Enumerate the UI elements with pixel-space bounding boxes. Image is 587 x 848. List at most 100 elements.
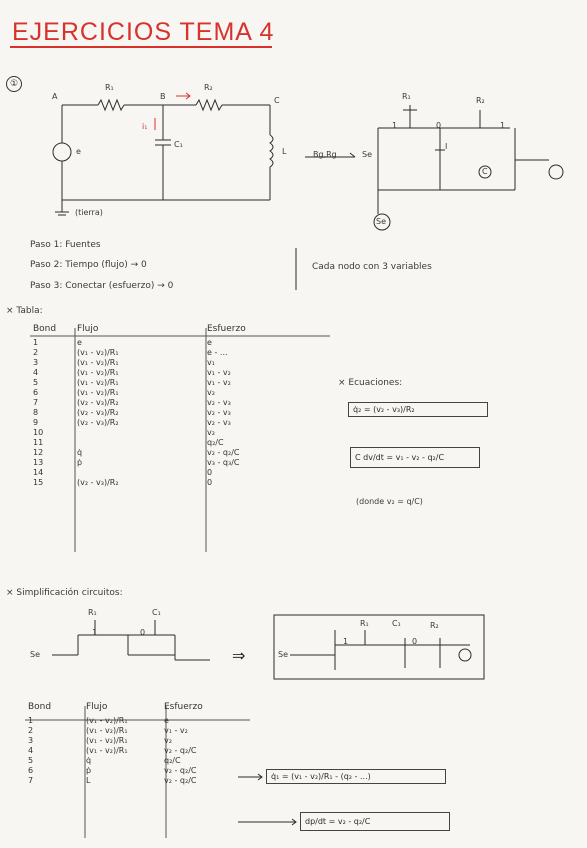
boxed-one-label: 1 [343,637,349,646]
table2-header-effort: Esfuerzo [164,702,203,712]
table1-cell-bond: 10 [33,428,44,437]
table2-cell-effort: v₂ - q₂/C [164,776,197,785]
table2-cell-flow: (v₁ - v₂)/R₁ [86,746,128,755]
final-equation-1: q̇₁ = (v₁ - v₂)/R₁ - (q₂ - ...) [266,769,446,784]
table2-cell-bond: 1 [28,716,34,725]
table1-cell-flow [74,438,204,448]
table2-cell-effort: v₁ - v₂ [164,726,188,735]
boxed-r2-label: R₂ [430,621,439,630]
r2-label: R₂ [204,83,213,92]
table1-row: 14 0 [30,468,320,478]
table1-cell-bond: 9 [33,418,39,427]
table1-cell-bond: 5 [33,378,39,387]
table1-cell-effort: v₂ [207,388,215,397]
table2-cell-effort: v₂ - q₂/C [164,746,197,755]
table1-cell-flow: q̇ [77,448,83,457]
table1-row: 6 (v₁ - v₂)/R₁ v₂ [30,388,320,398]
table2-cell-bond: 7 [28,776,34,785]
bg-one1-label: 1 [392,121,398,130]
table1-cell-flow: e [77,338,82,347]
table1-header-effort: Esfuerzo [207,324,246,334]
table1-cell-effort: 0 [207,468,213,477]
table1-cell-effort: v₂ [207,428,215,437]
table1-cell-effort: v₃ - q₃/C [207,458,240,467]
boxed-c-label: C₁ [392,619,401,628]
table1-cell-flow [74,428,204,438]
table2-cell-bond: 2 [28,726,34,735]
table1-cell-flow: (v₁ - v₂)/R₁ [77,388,119,397]
table1-cell-bond: 6 [33,388,39,397]
table2-row: 4 (v₁ - v₂)/R₁ v₂ - q₂/C [25,746,237,756]
table2-header-flow: Flujo [86,702,108,712]
simp-se-label: Se [30,650,40,659]
note-step1: Paso 1: Fuentes [30,240,101,250]
table1-cell-flow: ṗ [77,458,83,467]
table1-cell-flow: (v₂ - v₃)/R₂ [77,408,119,417]
table1-row: 11 q₂/C [30,438,320,448]
table2-cell-effort: q₂/C [164,756,181,765]
table2-cell-flow: (v₁ - v₂)/R₁ [86,716,128,725]
table1-cell-effort: v₂ - v₃ [207,408,231,417]
table1-cell-effort: q₂/C [207,438,224,447]
exercise-number: ① [6,76,22,92]
table1-cell-bond: 8 [33,408,39,417]
table2-cell-effort: v₂ - q₂/C [164,766,197,775]
equation-box-1: q̇₂ = (v₂ - v₃)/R₂ [348,402,488,417]
ground-label: (tierra) [75,208,103,217]
table2-cell-bond: 5 [28,756,34,765]
title-underline [10,46,272,48]
table1-cell-bond: 4 [33,368,39,377]
table1-row: 9 (v₂ - v₃)/R₂ v₂ - v₃ [30,418,320,428]
r1-label: R₁ [105,83,114,92]
table2-cell-flow: ṗ [86,766,92,775]
table1-cell-bond: 7 [33,398,39,407]
table2-cell-flow: (v₁ - v₂)/R₁ [86,726,128,735]
note-step2: Paso 2: Tiempo (flujo) → 0 [30,260,147,270]
table1-header-flow: Flujo [77,324,99,334]
bg-zero-label: 0 [436,121,442,130]
simp-c-label: C₁ [152,608,161,617]
table1-row: 8 (v₂ - v₃)/R₂ v₂ - v₃ [30,408,320,418]
current-label: i₁ [142,122,148,131]
table1-cell-effort: v₂ - v₃ [207,398,231,407]
table1-cell-flow [74,468,204,478]
simp-one-label: 1 [92,628,98,637]
equations-note: (donde v₂ = q/C) [356,497,423,506]
table2-row: 2 (v₁ - v₂)/R₁ v₁ - v₂ [25,726,237,736]
table2-cell-flow: L [86,776,91,785]
table2-cell-bond: 4 [28,746,34,755]
boxed-zero-label: 0 [412,637,418,646]
table1-heading: × Tabla: [6,306,43,316]
table1-cell-bond: 14 [33,468,44,477]
table1-cell-effort: v₁ [207,358,215,367]
bg-i-label: I [445,142,448,151]
node-a-label: A [52,92,58,101]
simp-zero-label: 0 [140,628,146,637]
bg-one2-label: 1 [500,121,506,130]
table1-cell-bond: 11 [33,438,44,447]
table1-row: 10 v₂ [30,428,320,438]
table1-cell-bond: 12 [33,448,44,457]
bg-r2-label: R₂ [476,96,485,105]
equation-box-2: C dv/dt = v₁ - v₂ - q₂/C [350,447,480,468]
table2-cell-effort: e [164,716,169,725]
inductor-label: L [282,147,287,156]
table1-cell-flow: (v₂ - v₃)/R₂ [77,418,119,427]
table1-cell-effort: 0 [207,478,213,487]
table1-cell-bond: 13 [33,458,44,467]
table2-cell-flow: (v₁ - v₂)/R₁ [86,736,128,745]
table1-cell-effort: v₂ - v₃ [207,418,231,427]
table1-cell-flow: (v₁ - v₂)/R₁ [77,378,119,387]
bg-r1-label: R₁ [402,92,411,101]
table1-cell-bond: 1 [33,338,39,347]
